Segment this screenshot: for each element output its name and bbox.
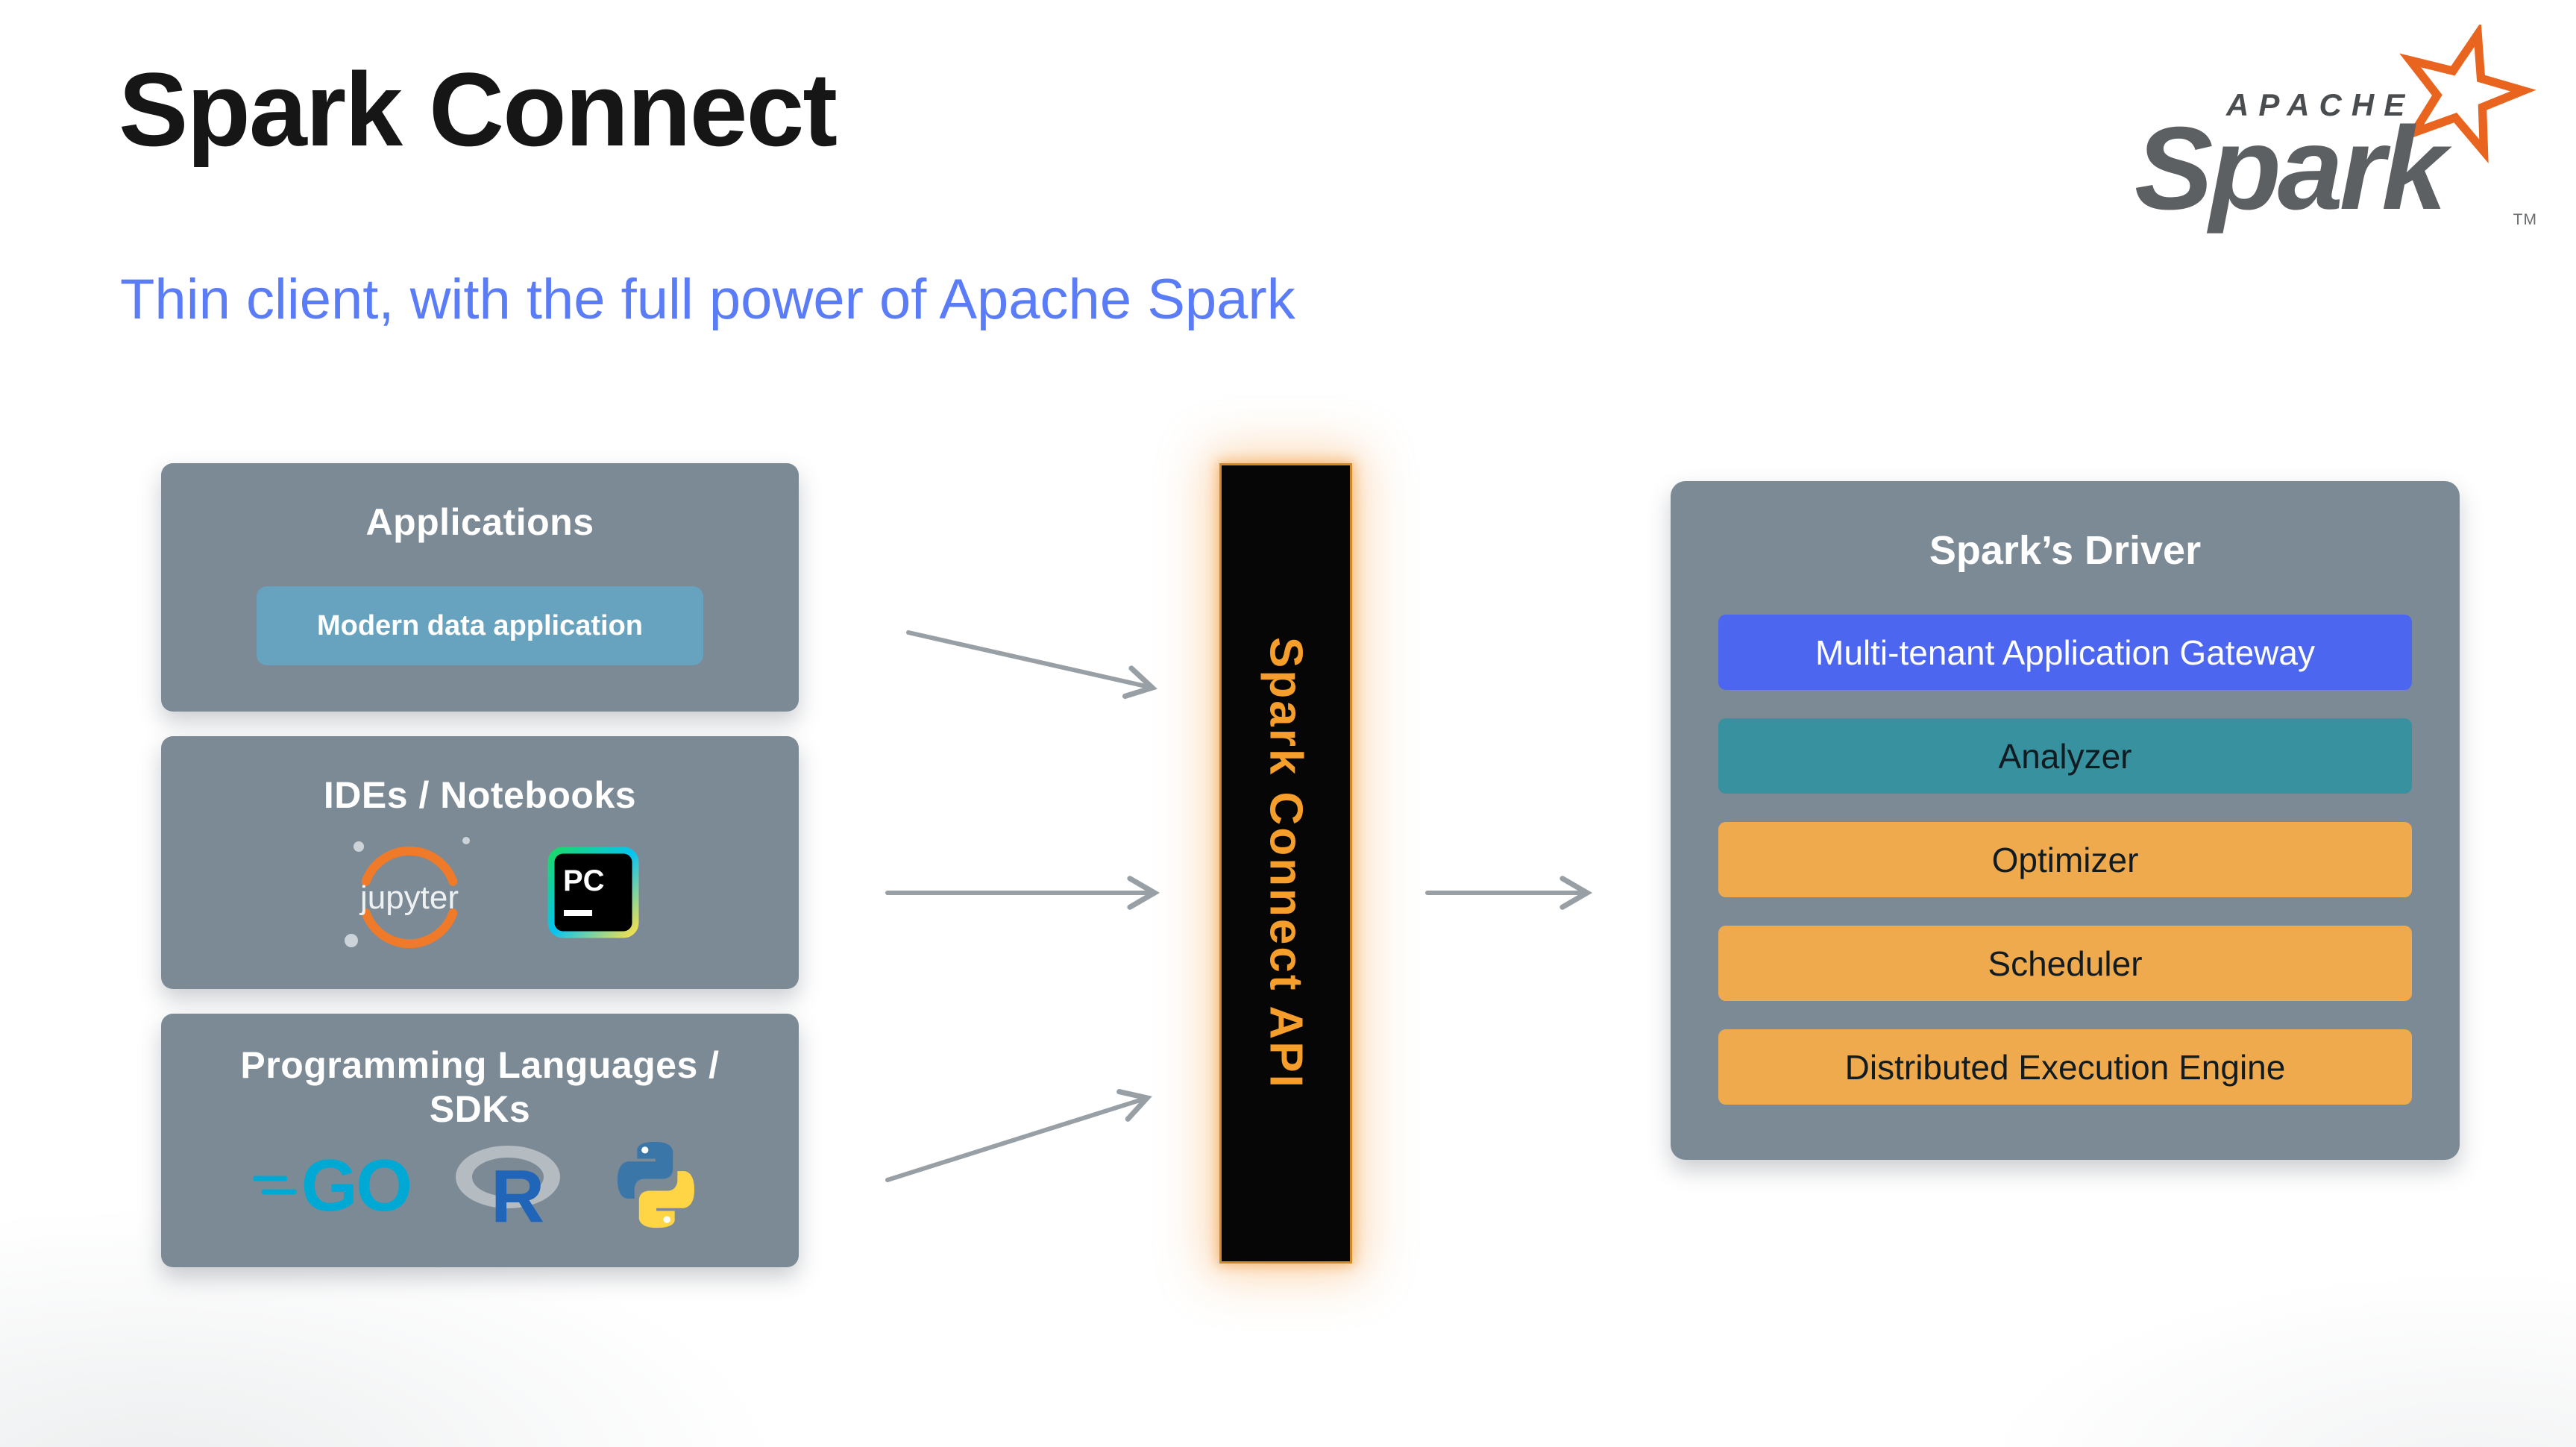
r-label: R xyxy=(491,1155,544,1231)
go-speed-lines-icon xyxy=(253,1176,297,1194)
r-icon: R xyxy=(456,1146,561,1231)
pycharm-icon: PC xyxy=(547,847,639,938)
go-label: GO xyxy=(301,1143,412,1226)
arrow-applications-to-api xyxy=(906,630,1157,700)
driver-rows: Multi-tenant Application Gateway Analyze… xyxy=(1718,615,2412,1105)
jupyter-icon: jupyter xyxy=(345,837,470,949)
spark-wordmark: Spark xyxy=(2134,103,2447,234)
page-title: Spark Connect xyxy=(119,51,838,168)
page-subtitle: Thin client, with the full power of Apac… xyxy=(120,268,1295,331)
arrow-languages-to-api xyxy=(885,1089,1152,1182)
languages-panel: Programming Languages / SDKs GO R xyxy=(161,1014,799,1267)
applications-panel: Applications Modern data application xyxy=(161,463,799,712)
driver-row-gateway: Multi-tenant Application Gateway xyxy=(1718,615,2412,690)
python-icon xyxy=(618,1141,695,1228)
apache-wordmark: APACHE xyxy=(2226,87,2415,122)
spark-connect-api-bar: Spark Connect API xyxy=(1219,463,1352,1264)
driver-row-optimizer: Optimizer xyxy=(1718,822,2412,897)
languages-icons-row: GO R xyxy=(161,1134,799,1235)
ides-notebooks-panel: IDEs / Notebooks jupyter xyxy=(161,736,799,989)
trademark-label: TM xyxy=(2513,211,2537,228)
languages-title: Programming Languages / SDKs xyxy=(161,1043,799,1131)
spark-star-icon xyxy=(2399,25,2536,164)
driver-row-scheduler: Scheduler xyxy=(1718,926,2412,1001)
modern-data-application-chip: Modern data application xyxy=(257,586,703,665)
ides-icons-row: jupyter PC xyxy=(161,829,799,955)
applications-title: Applications xyxy=(365,501,594,543)
pycharm-label: PC xyxy=(563,864,605,897)
ides-notebooks-title: IDEs / Notebooks xyxy=(323,774,637,816)
go-icon: GO xyxy=(253,1143,412,1226)
spark-driver-panel: Spark’s Driver Multi-tenant Application … xyxy=(1671,481,2460,1160)
driver-row-execution-engine: Distributed Execution Engine xyxy=(1718,1029,2412,1105)
apache-spark-logo: APACHE Spark TM xyxy=(2106,25,2539,241)
driver-row-analyzer: Analyzer xyxy=(1718,718,2412,794)
languages-title-line2: SDKs xyxy=(429,1088,531,1130)
jupyter-label: jupyter xyxy=(359,879,459,916)
spark-connect-api-label: Spark Connect API xyxy=(1260,637,1312,1090)
languages-title-line1: Programming Languages / xyxy=(240,1044,720,1086)
spark-driver-title: Spark’s Driver xyxy=(1929,528,2202,573)
